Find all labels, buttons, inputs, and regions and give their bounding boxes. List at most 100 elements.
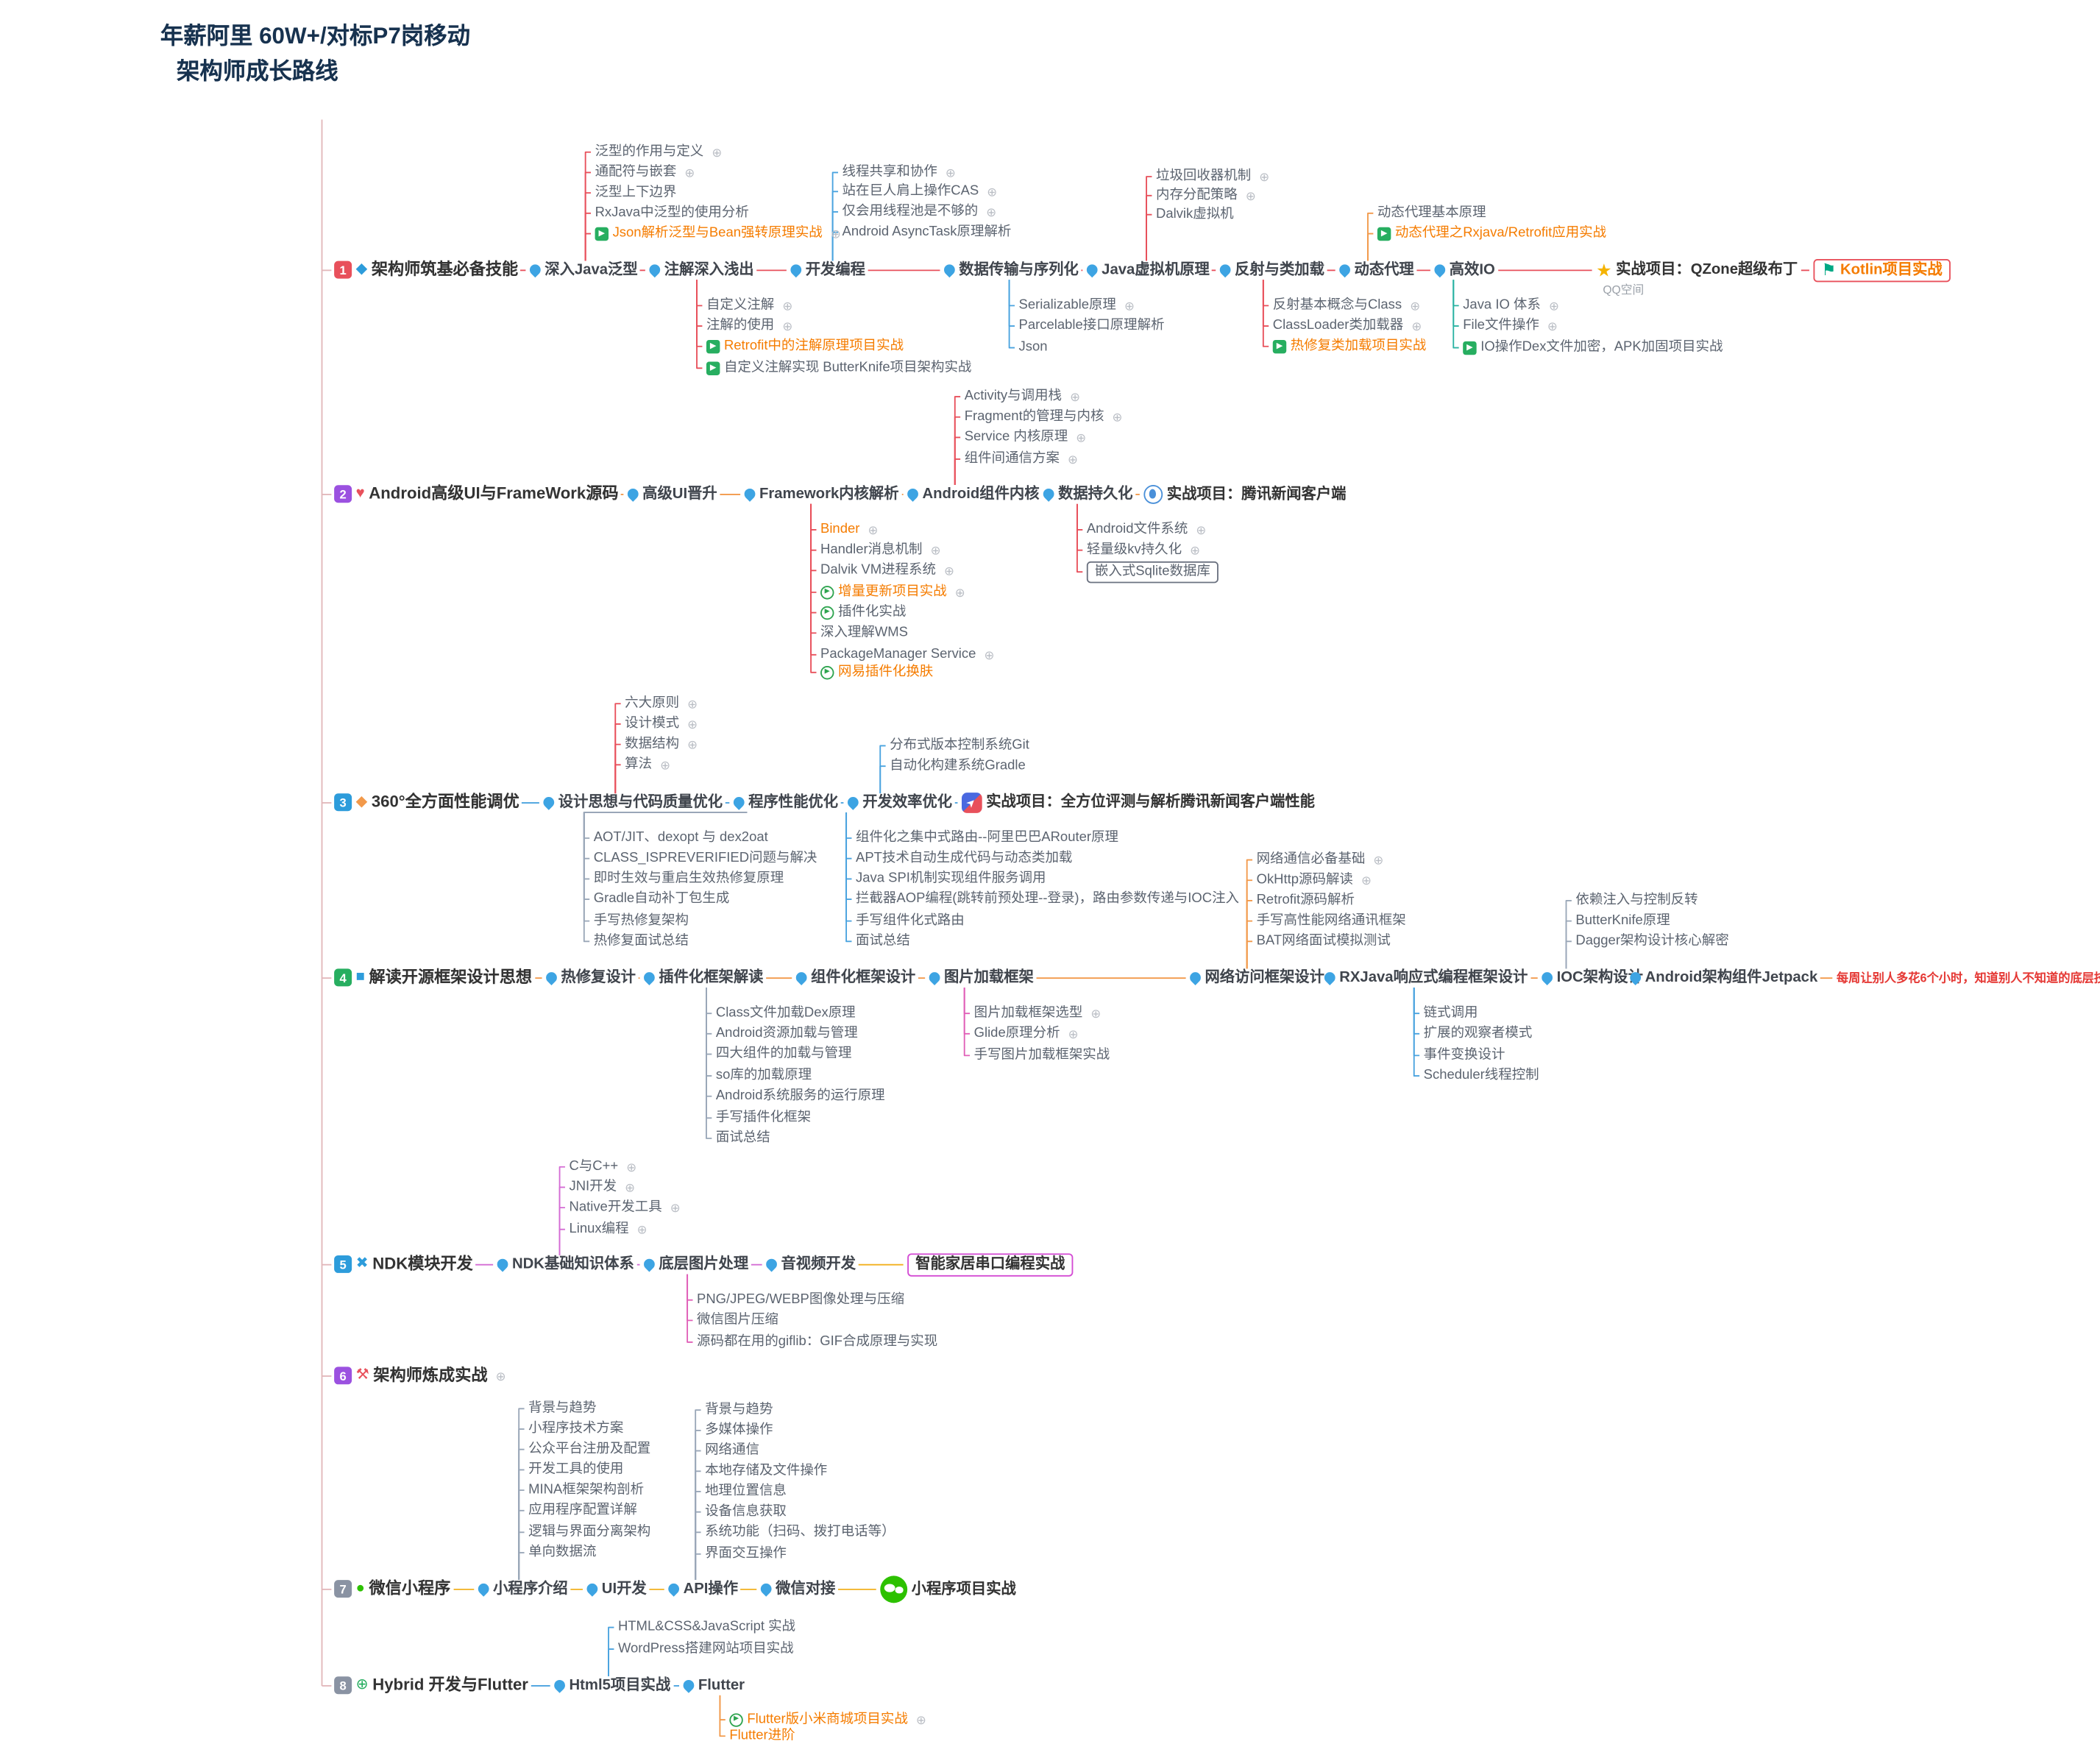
node-b5-proj[interactable]: 智能家居串口编程实战	[907, 1253, 1074, 1277]
node-p2[interactable]: 动态代理之Rxjava/Retrofit应用实战	[1377, 226, 1606, 241]
node-b2-data[interactable]: 数据持久化	[1040, 486, 1133, 503]
node-b4-plugin[interactable]: 插件化框架解读	[641, 969, 763, 986]
node-ec1[interactable]: 组件化之集中式路由--阿里巴巴ARouter原理	[856, 830, 1118, 846]
node-f3[interactable]: Dalvik VM进程系统⊕	[820, 563, 954, 578]
node-pl7[interactable]: 面试总结	[716, 1130, 770, 1146]
node-g1e[interactable]: Json解析泛型与Bean强转原理实战⊕	[595, 226, 841, 241]
node-wi5[interactable]: MINA框架架构剖析	[528, 1483, 644, 1498]
node-b1[interactable]: 1◆架构师筑基必备技能	[334, 260, 518, 280]
expand-icon[interactable]: ⊕	[1112, 410, 1123, 424]
expand-icon[interactable]: ⊕	[660, 757, 671, 772]
node-i3[interactable]: IO操作Dex文件加密，APK加固项目实战	[1463, 340, 1723, 355]
node-pl6[interactable]: 手写插件化框架	[716, 1110, 811, 1126]
node-g1b[interactable]: 通配符与嵌套⊕	[595, 165, 695, 180]
node-wi1[interactable]: 背景与趋势	[528, 1401, 596, 1417]
expand-icon[interactable]: ⊕	[782, 298, 793, 313]
node-c1[interactable]: Activity与调用栈⊕	[965, 389, 1080, 404]
node-p1[interactable]: 动态代理基本原理	[1377, 205, 1486, 221]
node-dt2[interactable]: 轻量级kv持久化⊕	[1087, 542, 1200, 558]
node-pl3[interactable]: 四大组件的加载与管理	[716, 1046, 852, 1062]
node-h1[interactable]: HTML&CSS&JavaScript 实战	[618, 1620, 795, 1635]
node-f1[interactable]: Binder⊕	[820, 522, 878, 537]
node-b2-fw[interactable]: Framework内核解析	[742, 486, 899, 503]
node-b3-design[interactable]: 设计思想与代码质量优化	[541, 794, 723, 811]
expand-icon[interactable]: ⊕	[1190, 543, 1201, 557]
node-b1-jvm[interactable]: Java虚拟机原理	[1084, 262, 1210, 279]
node-b1-java[interactable]: 深入Java泛型	[527, 262, 638, 279]
node-ec2[interactable]: APT技术自动生成代码与动态类加载	[856, 851, 1072, 866]
node-b1-io[interactable]: 高效IO	[1432, 262, 1495, 279]
node-io2[interactable]: ButterKnife原理	[1575, 913, 1670, 929]
node-nb4[interactable]: Linux编程⊕	[569, 1222, 647, 1237]
expand-icon[interactable]: ⊕	[1090, 1006, 1102, 1021]
node-b8[interactable]: 8⊕Hybrid 开发与Flutter	[334, 1676, 528, 1695]
node-b3-proj[interactable]: 实战项目：全方位评测与解析腾讯新闻客户端性能	[962, 793, 1315, 813]
node-b3-perf[interactable]: 程序性能优化	[731, 794, 838, 811]
node-b7-connect[interactable]: 微信对接	[758, 1581, 835, 1598]
expand-icon[interactable]: ⊕	[944, 563, 954, 578]
node-j1[interactable]: 垃圾回收器机制⊕	[1156, 169, 1269, 184]
node-b1-kotlin[interactable]: Kotlin项目实战	[1813, 259, 1951, 282]
expand-icon[interactable]: ⊕	[684, 165, 695, 180]
node-b7[interactable]: 7●微信小程序	[334, 1579, 450, 1598]
node-de3[interactable]: 数据结构⊕	[625, 737, 698, 752]
node-pf2[interactable]: CLASS_ISPREVERIFIED问题与解决	[594, 851, 817, 866]
expand-icon[interactable]: ⊕	[945, 165, 956, 180]
node-wi7[interactable]: 逻辑与界面分离架构	[528, 1525, 650, 1540]
node-f2[interactable]: Handler消息机制⊕	[820, 542, 941, 558]
node-s2[interactable]: Parcelable接口原理解析	[1019, 318, 1165, 333]
node-b4-net[interactable]: 网络访问框架设计	[1188, 969, 1324, 986]
node-nb2[interactable]: JNI开发⊕	[569, 1180, 635, 1195]
node-rx4[interactable]: Scheduler线程控制	[1424, 1068, 1539, 1083]
expand-icon[interactable]: ⊕	[782, 319, 793, 333]
node-wa2[interactable]: 多媒体操作	[705, 1422, 773, 1438]
node-dt1[interactable]: Android文件系统⊕	[1087, 522, 1206, 537]
expand-icon[interactable]: ⊕	[495, 1369, 506, 1383]
node-im1[interactable]: 图片加载框架选型⊕	[974, 1006, 1102, 1021]
node-b2[interactable]: 2♥Android高级UI与FrameWork源码	[334, 484, 619, 503]
node-wi4[interactable]: 开发工具的使用	[528, 1462, 623, 1478]
node-wa3[interactable]: 网络通信	[705, 1443, 759, 1458]
node-b7-intro[interactable]: 小程序介绍	[475, 1581, 568, 1598]
expand-icon[interactable]: ⊕	[626, 1160, 637, 1174]
node-de2[interactable]: 设计模式⊕	[625, 716, 698, 731]
expand-icon[interactable]: ⊕	[687, 737, 698, 751]
node-de4[interactable]: 算法⊕	[625, 757, 670, 773]
node-b7-api[interactable]: API操作	[666, 1581, 738, 1598]
node-b5[interactable]: 5✖NDK模块开发	[334, 1254, 473, 1274]
expand-icon[interactable]: ⊕	[1547, 319, 1558, 333]
node-b2-proj[interactable]: 实战项目：腾讯新闻客户端	[1143, 485, 1346, 504]
node-b4-comp[interactable]: 组件化框架设计	[793, 969, 915, 986]
node-b8-html[interactable]: Html5项目实战	[552, 1677, 670, 1694]
expand-icon[interactable]: ⊕	[986, 205, 997, 219]
node-ni1[interactable]: PNG/JPEG/WEBP图像处理与压缩	[697, 1292, 904, 1308]
node-de1[interactable]: 六大原则⊕	[625, 696, 698, 712]
node-pl5[interactable]: Android系统服务的运行原理	[716, 1088, 885, 1104]
node-c4[interactable]: 组件间通信方案⊕	[965, 451, 1078, 467]
node-ec5[interactable]: 手写组件化式路由	[856, 913, 965, 929]
expand-icon[interactable]: ⊕	[1124, 298, 1135, 313]
node-b1-ser[interactable]: 数据传输与序列化	[941, 262, 1079, 279]
node-b5-av[interactable]: 音视频开发	[764, 1256, 856, 1273]
expand-icon[interactable]: ⊕	[915, 1712, 926, 1727]
expand-icon[interactable]: ⊕	[1245, 188, 1256, 202]
node-a4[interactable]: 自定义注解实现 ButterKnife项目架构实战	[706, 361, 971, 376]
node-rx2[interactable]: 扩展的观察者模式	[1424, 1026, 1533, 1041]
expand-icon[interactable]: ⊕	[670, 1200, 681, 1215]
node-a2[interactable]: 注解的使用⊕	[706, 318, 792, 333]
node-b1-proj[interactable]: 实战项目：QZone超级布丁	[1596, 261, 1798, 279]
node-wa6[interactable]: 设备信息获取	[705, 1504, 787, 1520]
node-ec6[interactable]: 面试总结	[856, 934, 910, 949]
node-pl4[interactable]: so库的加载原理	[716, 1068, 812, 1083]
node-ef1[interactable]: 分布式版本控制系统Git	[890, 738, 1029, 754]
node-pf4[interactable]: Gradle自动补丁包生成	[594, 891, 730, 907]
node-b4-warn[interactable]: 每周让别人多花6个小时，知道别人不知道的底层技术	[1837, 971, 2100, 985]
node-b4-rx[interactable]: RXJava响应式编程框架设计	[1322, 969, 1528, 986]
node-b1-proxy[interactable]: 动态代理	[1337, 262, 1414, 279]
node-r3[interactable]: 热修复类加载项目实战	[1272, 338, 1426, 354]
node-i1[interactable]: Java IO 体系⊕	[1463, 298, 1559, 313]
expand-icon[interactable]: ⊕	[712, 145, 723, 159]
node-b7-proj[interactable]: 小程序项目实战	[880, 1575, 1016, 1603]
node-f7[interactable]: PackageManager Service⊕	[820, 647, 994, 662]
expand-icon[interactable]: ⊕	[1259, 169, 1270, 183]
